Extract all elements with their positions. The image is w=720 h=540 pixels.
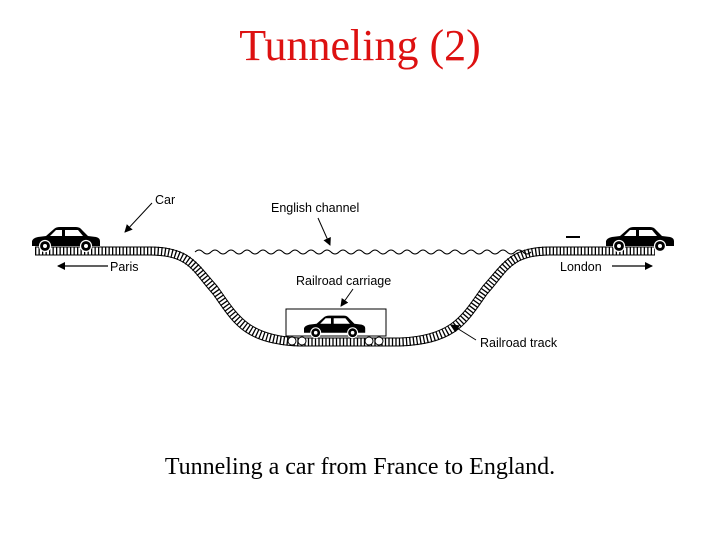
carriage-wheel <box>297 336 307 346</box>
car-label: Car <box>155 193 175 207</box>
channel-water-line <box>194 249 532 255</box>
channel-leader-arrow <box>317 217 331 246</box>
carriage-leader-arrow <box>340 288 354 307</box>
carriage-wheel <box>374 336 384 346</box>
carriage-wheel <box>287 336 297 346</box>
slide-caption: Tunneling a car from France to England. <box>164 454 556 480</box>
railroad-carriage <box>285 308 387 346</box>
slide-title: Tunneling (2) <box>239 21 481 70</box>
paris-label: Paris <box>110 260 138 274</box>
london-label: London <box>560 260 602 274</box>
english-channel-label: English channel <box>271 201 359 215</box>
car-paris-icon <box>31 226 101 253</box>
track-leader-arrow <box>451 324 477 341</box>
railroad-track-label: Railroad track <box>480 336 558 350</box>
car-leader-arrow <box>124 202 153 233</box>
railroad-track <box>35 246 655 347</box>
railroad-carriage-label: Railroad carriage <box>296 274 391 288</box>
car-london-icon <box>605 226 675 253</box>
carriage-wheel <box>364 336 374 346</box>
